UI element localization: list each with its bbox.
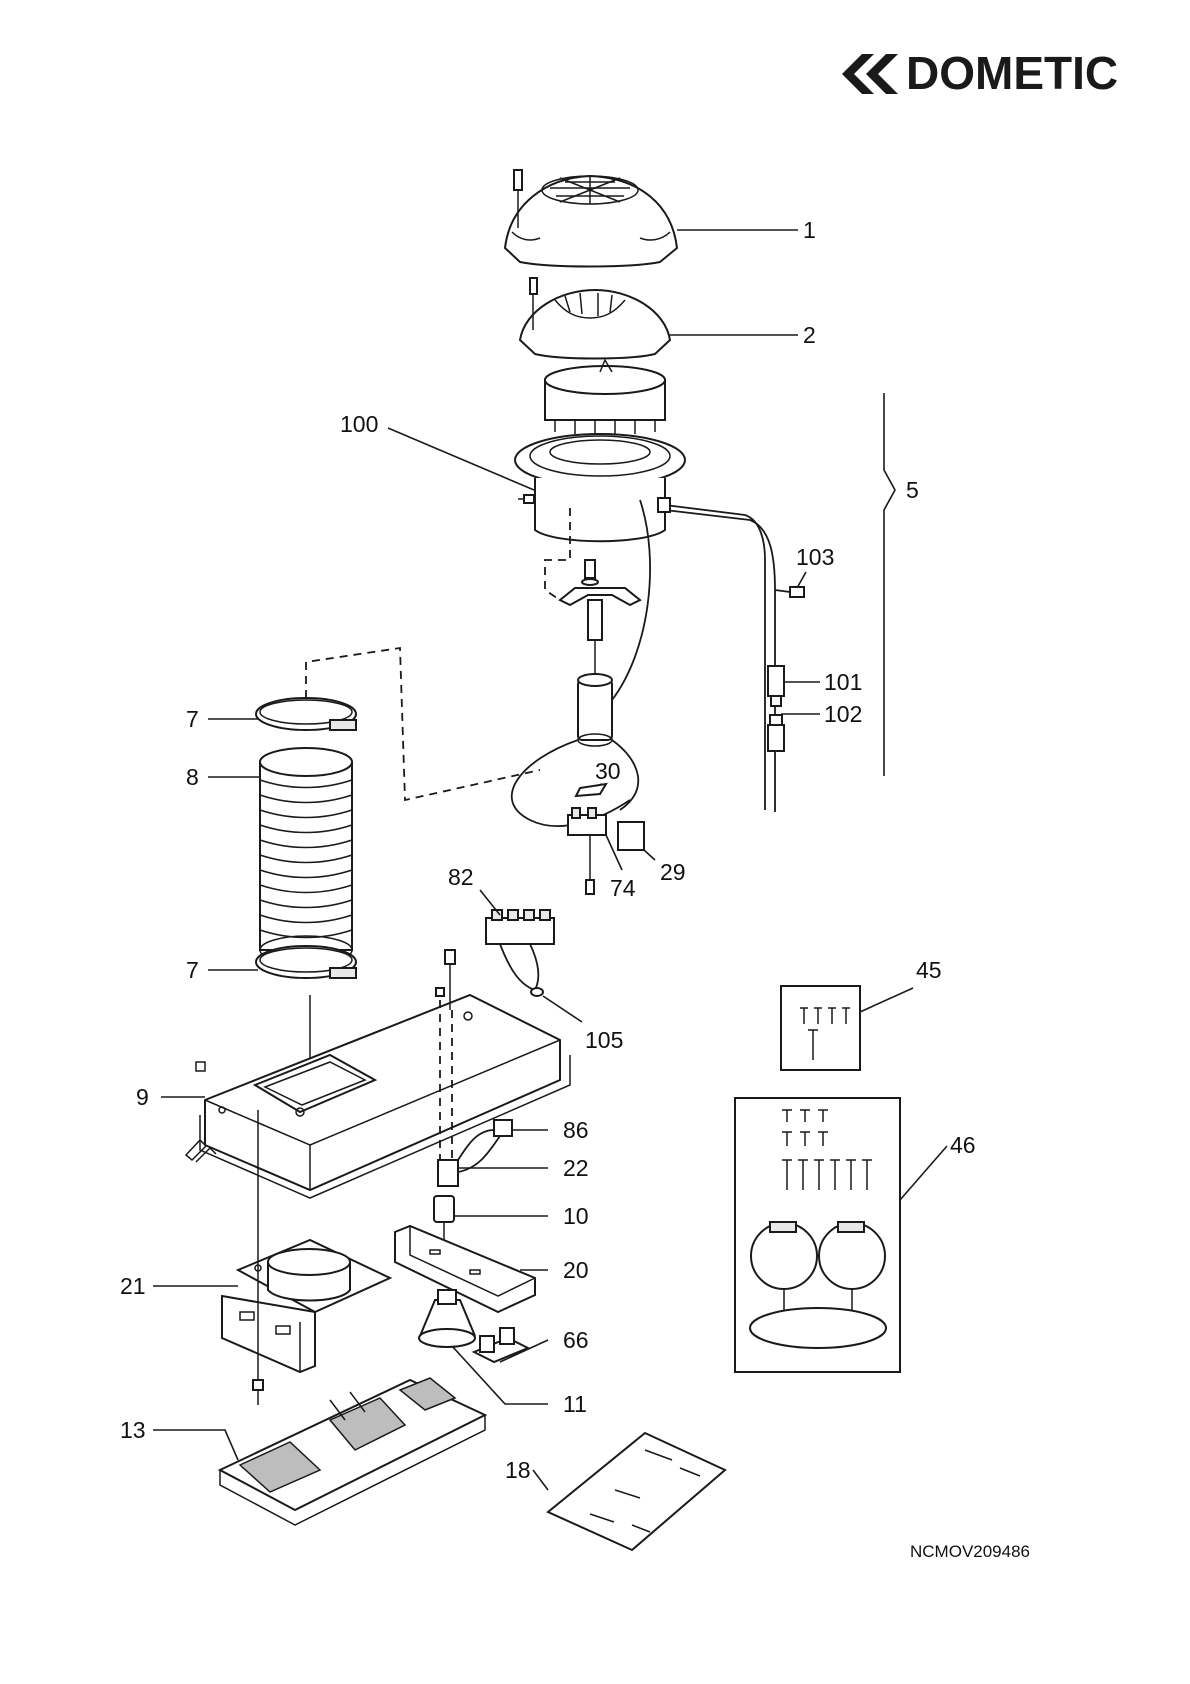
- label-part-7-top: 7: [186, 706, 199, 732]
- part-11-knob: [419, 1290, 475, 1347]
- drawing-code: NCMOV209486: [910, 1542, 1030, 1561]
- label-part-8: 8: [186, 764, 199, 790]
- label-part-9: 9: [136, 1084, 149, 1110]
- label-part-102: 102: [824, 701, 862, 727]
- cable-assembly: [658, 498, 804, 812]
- part-13-filter-frame: [220, 1378, 485, 1525]
- label-part-11: 11: [563, 1391, 587, 1417]
- label-part-74: 74: [610, 875, 636, 901]
- part-46-accessory-kit: [735, 1098, 900, 1372]
- label-part-66: 66: [563, 1327, 589, 1353]
- label-part-101: 101: [824, 669, 862, 695]
- label-part-103: 103: [796, 544, 834, 570]
- label-part-5: 5: [906, 477, 919, 503]
- part-45-screw-kit: [781, 986, 860, 1070]
- label-part-82: 82: [448, 864, 474, 890]
- label-part-10: 10: [563, 1203, 589, 1229]
- dometic-logo: DOMETIC: [842, 47, 1118, 99]
- label-part-20: 20: [563, 1257, 589, 1283]
- part-82-terminal-block: [486, 910, 554, 996]
- label-part-30: 30: [595, 758, 621, 784]
- label-part-100: 100: [340, 411, 378, 437]
- label-part-21: 21: [120, 1273, 146, 1299]
- part-66-switch: [474, 1328, 528, 1362]
- label-part-18: 18: [505, 1457, 531, 1483]
- part-86-connector: [458, 1120, 512, 1160]
- motor-assembly: [512, 500, 650, 894]
- label-part-22: 22: [563, 1155, 589, 1181]
- part-7-hose-clamp-bottom: [256, 946, 356, 978]
- part-100-fan-housing: [515, 360, 685, 600]
- label-part-7-bottom: 7: [186, 957, 199, 983]
- label-part-86: 86: [563, 1117, 589, 1143]
- part-8-flexible-duct: [260, 748, 352, 964]
- label-part-2: 2: [803, 322, 816, 348]
- label-part-105: 105: [585, 1027, 623, 1053]
- label-part-13: 13: [120, 1417, 146, 1443]
- part-20-bracket: [395, 1226, 535, 1312]
- label-part-45: 45: [916, 957, 942, 983]
- bracket-5: [884, 393, 895, 776]
- part-1-top-cover: [505, 170, 677, 267]
- part-7-hose-clamp-top: [256, 698, 356, 730]
- brand-name: DOMETIC: [906, 47, 1118, 99]
- part-2-inner-cover: [520, 278, 670, 359]
- label-part-1: 1: [803, 217, 816, 243]
- part-18-instruction-manual: [548, 1433, 725, 1550]
- label-part-46: 46: [950, 1132, 976, 1158]
- dometic-chevron-logo-icon: [842, 54, 898, 94]
- label-part-29: 29: [660, 859, 686, 885]
